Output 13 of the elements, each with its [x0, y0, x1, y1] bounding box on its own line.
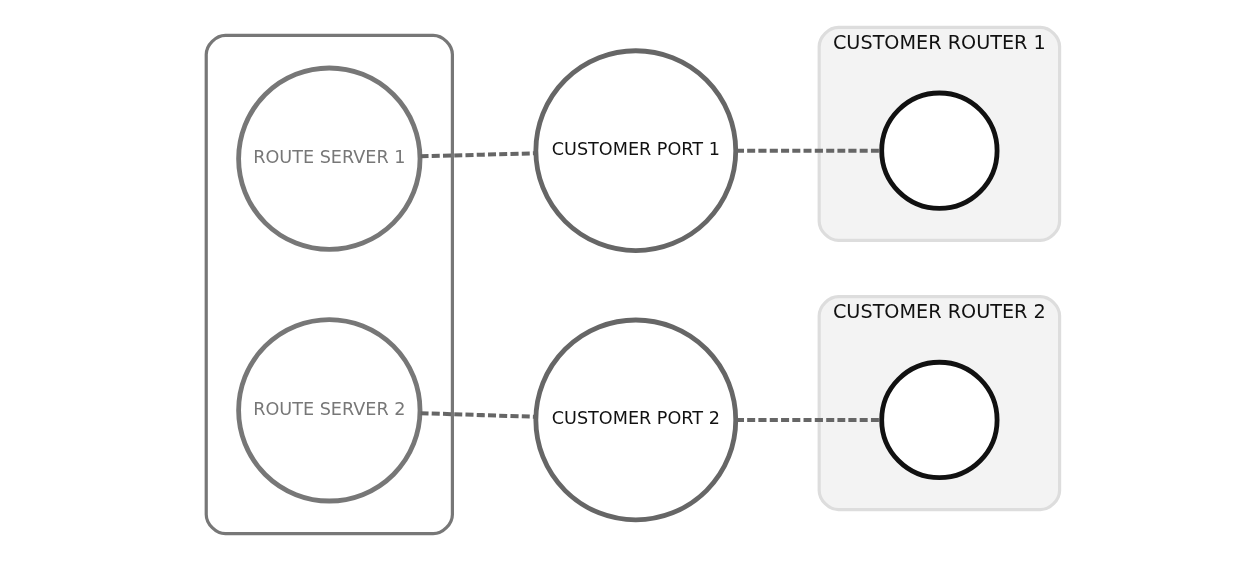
- node-circle: [878, 359, 999, 481]
- node-circle: [878, 90, 999, 211]
- node-circle: CUSTOMER PORT 1: [532, 48, 738, 254]
- cluster: CUSTOMER ROUTER 1: [817, 25, 1061, 243]
- node-circle: ROUTE SERVER 1: [235, 65, 422, 252]
- cluster: [204, 33, 454, 536]
- connector: [420, 151, 536, 159]
- node-circle: ROUTE SERVER 2: [235, 317, 422, 504]
- connector: [735, 417, 881, 422]
- cluster: CUSTOMER ROUTER 2: [817, 294, 1061, 512]
- node-circle: CUSTOMER PORT 2: [532, 317, 738, 523]
- connector: [420, 411, 536, 419]
- connector: [735, 148, 881, 153]
